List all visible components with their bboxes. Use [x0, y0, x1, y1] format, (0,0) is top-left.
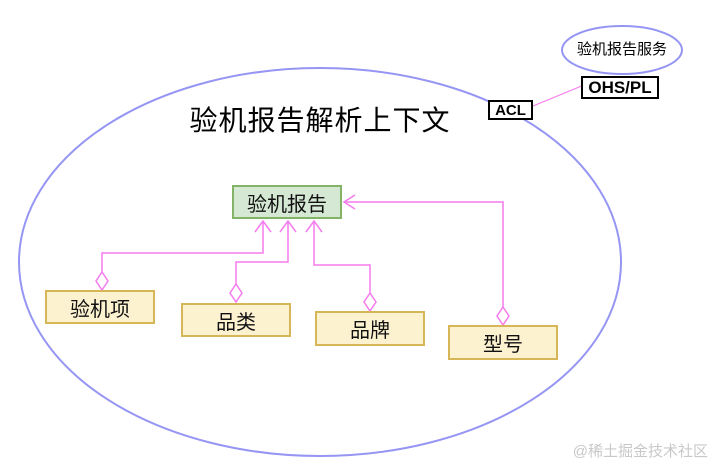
connector-category: [229, 219, 297, 304]
acl-ohs-connector-line: [532, 84, 585, 107]
node-model: 型号: [448, 325, 558, 360]
open-arrowhead-icon: [305, 219, 323, 233]
external-service-label: 验机报告服务: [576, 41, 667, 58]
ohs-pl-box: OHS/PL: [581, 76, 659, 99]
connector-model: [342, 194, 510, 327]
connector-inspection-item: [95, 219, 272, 292]
context-boundary-ellipse: [18, 67, 622, 457]
acl-box: ACL: [488, 100, 533, 120]
aggregation-diamond-icon: [95, 270, 109, 292]
watermark: @稀土掘金技术社区: [572, 443, 708, 460]
node-inspection-report: 验机报告: [232, 185, 342, 219]
aggregation-diamond-icon: [496, 305, 510, 327]
aggregation-diamond-icon: [229, 282, 243, 304]
node-inspection-item: 验机项: [45, 290, 155, 324]
node-category: 品类: [181, 303, 291, 337]
open-arrowhead-icon: [279, 219, 297, 233]
open-arrowhead-icon: [254, 219, 272, 233]
context-title: 验机报告解析上下文: [189, 105, 451, 136]
aggregation-diamond-icon: [363, 291, 377, 313]
external-service-ellipse: [561, 25, 683, 75]
node-brand: 品牌: [315, 311, 425, 346]
connector-brand: [305, 219, 377, 313]
open-arrowhead-icon: [342, 194, 356, 210]
